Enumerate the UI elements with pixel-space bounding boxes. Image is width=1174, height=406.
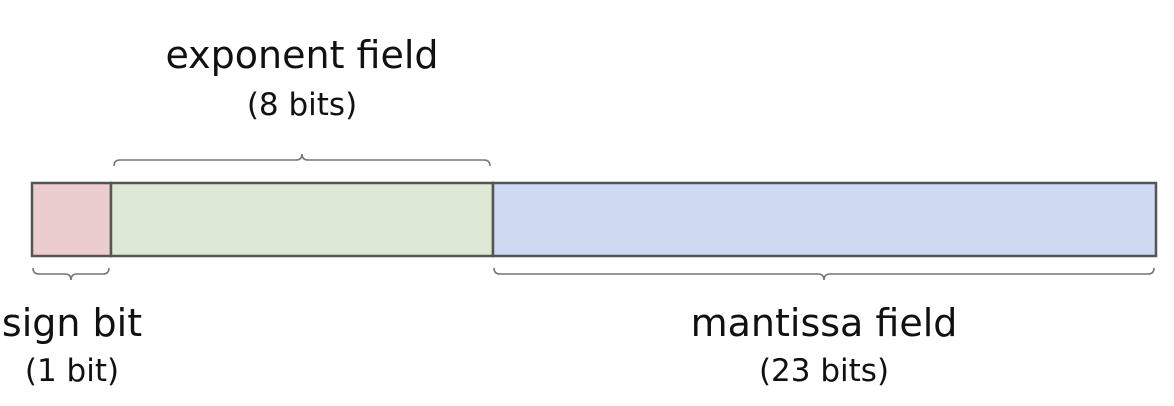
sign-bit-label: sign bit: [1, 301, 143, 345]
exponent-field-size: (8 bits): [246, 87, 358, 123]
mantissa-field-brace: [493, 267, 1155, 281]
exponent-field-label: exponent field: [165, 33, 439, 77]
sign-bit-box: [30, 181, 113, 258]
sign-bit-size: (1 bit): [24, 353, 120, 389]
mantissa-field-size: (23 bits): [758, 353, 890, 389]
mantissa-field-label: mantissa field: [690, 301, 958, 345]
exponent-field-brace: [113, 153, 491, 167]
exponent-field-box: [109, 181, 495, 258]
mantissa-field-box: [491, 181, 1158, 258]
sign-bit-brace: [32, 267, 110, 281]
